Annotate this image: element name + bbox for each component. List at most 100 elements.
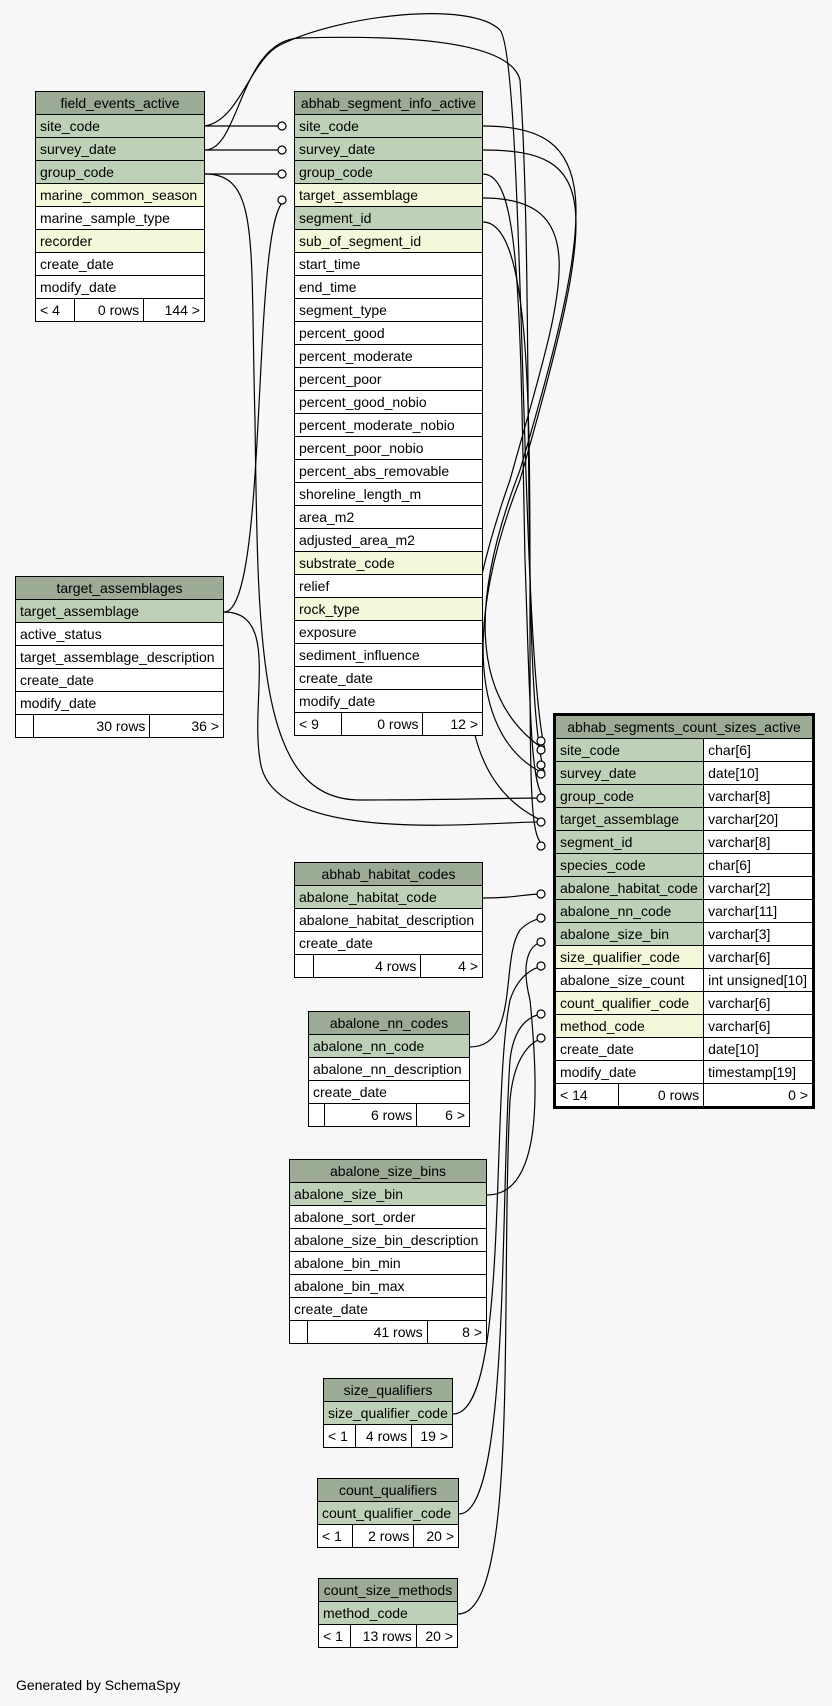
column-row[interactable]: create_date [35,252,205,276]
parents-count[interactable] [307,1103,326,1127]
column-row[interactable]: abalone_size_bin_description [289,1228,487,1252]
column-row[interactable]: active_status [15,622,224,646]
column-row[interactable]: size_qualifier_code [323,1401,453,1425]
column-row[interactable]: percent_moderate [294,344,483,368]
column-row[interactable]: substrate_code [294,551,483,575]
column-row[interactable]: percent_good [294,321,483,345]
column-row[interactable]: adjusted_area_m2 [294,528,483,552]
column-row[interactable]: area_m2 [294,505,483,529]
children-count[interactable]: 0 > [703,1083,814,1108]
children-count[interactable]: 12 > [422,712,483,736]
column-row[interactable]: relief [294,574,483,598]
column-row[interactable]: shoreline_length_m [294,482,483,506]
column-row[interactable]: modify_date [15,691,224,715]
column-row[interactable]: group_code [35,160,205,184]
column-row[interactable]: rock_type [294,597,483,621]
column-row[interactable]: create_date [294,931,483,955]
children-count[interactable]: 20 > [415,1624,459,1648]
column-row[interactable]: percent_poor [294,367,483,391]
column-row[interactable]: segment_id [294,206,483,230]
column-row[interactable]: abalone_size_bin [289,1182,487,1206]
parents-count[interactable]: < 9 [294,712,342,736]
column-row[interactable]: abalone_sort_order [289,1205,487,1229]
column-row[interactable]: sub_of_segment_id [294,229,483,253]
parents-count[interactable]: < 1 [317,1624,352,1648]
column-row[interactable]: abalone_habitat_code [294,885,483,909]
row-count: 0 rows [74,298,145,322]
column-row[interactable]: create_date [294,666,483,690]
column-row[interactable]: percent_poor_nobio [294,436,483,460]
parents-count[interactable]: < 1 [316,1524,354,1548]
parents-count[interactable]: < 4 [34,298,76,322]
column-row[interactable]: modify_date [294,689,483,713]
column-row[interactable]: target_assemblage [294,183,483,207]
column-row[interactable]: group_code [294,160,483,184]
column-row[interactable]: percent_good_nobio [294,390,483,414]
column-row[interactable]: target_assemblage_description [15,645,224,669]
column-row[interactable]: abalone_nn_description [308,1057,470,1081]
children-count[interactable]: 36 > [149,714,224,738]
column-row[interactable]: survey_date [294,137,483,161]
column-row[interactable]: percent_moderate_nobio [294,413,483,437]
column-row[interactable]: abalone_habitat_description [294,908,483,932]
column-row[interactable]: count_qualifier_code [317,1501,459,1525]
column-row[interactable]: create_date [308,1080,470,1104]
children-count[interactable]: 19 > [411,1424,453,1448]
children-count[interactable]: 4 > [420,954,483,978]
column-row[interactable]: marine_sample_type [35,206,205,230]
column-row[interactable]: percent_abs_removable [294,459,483,483]
column-row[interactable]: target_assemblage [15,599,224,623]
column-row[interactable]: segment_type [294,298,483,322]
column-row[interactable]: start_time [294,252,483,276]
column-row[interactable]: end_time [294,275,483,299]
column-row[interactable]: create_date [289,1297,487,1321]
children-count[interactable]: 144 > [143,298,205,322]
column-row[interactable]: marine_common_season [35,183,205,207]
column-row[interactable]: survey_date [35,137,205,161]
column-row[interactable]: modify_date [35,275,205,299]
children-count[interactable]: 8 > [426,1320,488,1344]
column-row[interactable]: site_code [294,114,483,138]
parents-count[interactable] [288,1320,309,1344]
column-row[interactable]: create_date [15,668,224,692]
parents-count[interactable]: < 14 [554,1083,619,1108]
column-row[interactable]: abalone_bin_min [289,1251,487,1275]
column-row[interactable]: method_code [318,1601,458,1625]
parents-count[interactable]: < 1 [322,1424,357,1448]
parents-count[interactable] [14,714,35,738]
parents-count[interactable] [293,954,315,978]
column-row[interactable]: abalone_nn_code [308,1034,470,1058]
children-count[interactable]: 6 > [416,1103,470,1127]
column-row[interactable]: sediment_influence [294,643,483,667]
column-row[interactable]: exposure [294,620,483,644]
column-row[interactable]: abalone_bin_max [289,1274,487,1298]
column-row[interactable]: site_code [35,114,205,138]
children-count[interactable]: 20 > [413,1524,459,1548]
column-row[interactable]: recorder [35,229,205,253]
